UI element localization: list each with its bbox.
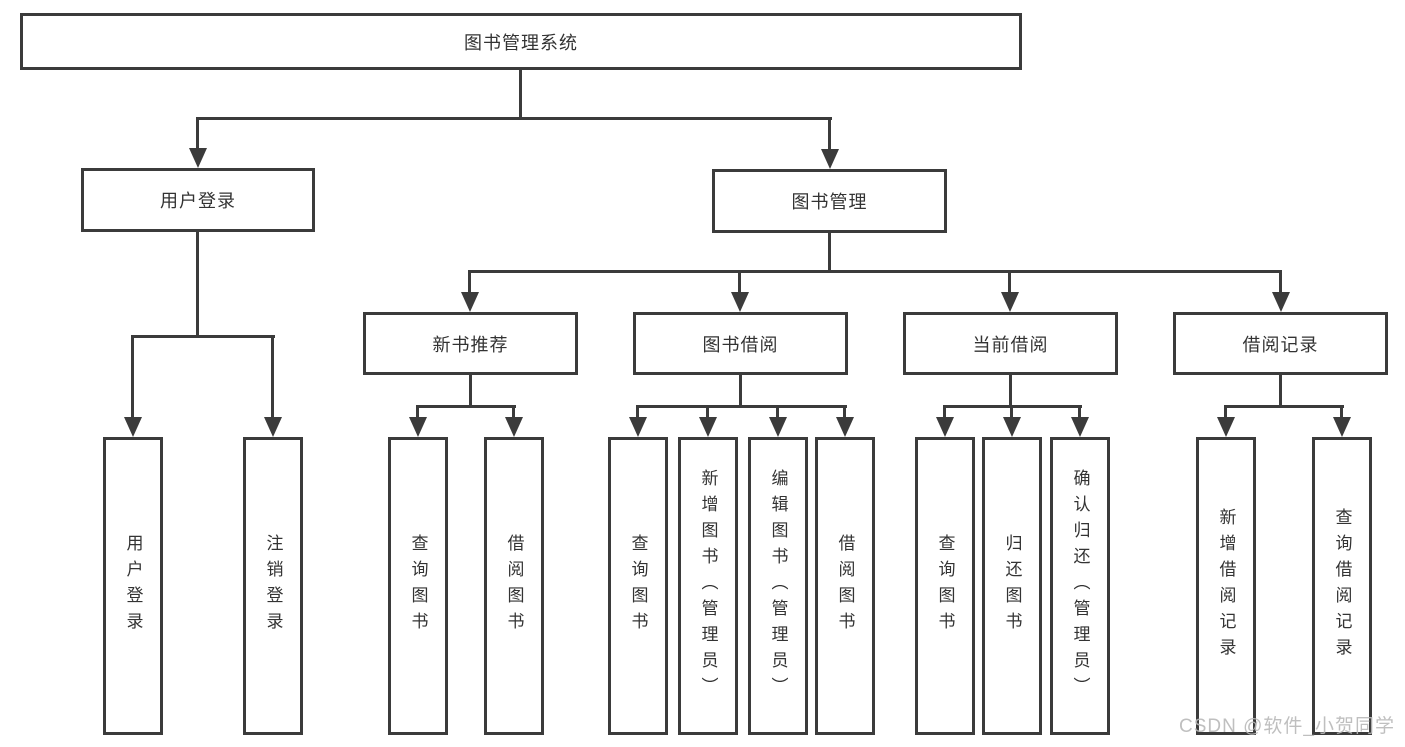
leaf-edit-book-admin: 编辑图书（管理员） [748,437,808,735]
node-user-login: 用户登录 [81,168,315,232]
arrow-to-current-borrow [1008,270,1011,292]
leaf-add-borrow-record: 新增借阅记录 [1196,437,1256,735]
connector-user-login-rail [131,335,275,338]
connector-new-book-drop [469,375,472,408]
node-new-book-recommend: 新书推荐 [363,312,578,375]
arrow-borrow-records-leaf-1 [1224,405,1227,417]
csdn-watermark: CSDN @软件_小贺同学 [1179,716,1395,737]
leaf-return-book: 归还图书 [982,437,1042,735]
arrow-new-book-leaf-1 [416,405,419,417]
arrow-current-borrow-leaf-3 [1078,405,1081,417]
leaf-borrow-query-label: 查询图书 [628,534,648,638]
leaf-query-borrow-record-label: 查询借阅记录 [1332,508,1352,664]
leaf-borrow-query: 查询图书 [608,437,668,735]
arrow-book-borrow-leaf-2 [706,405,709,417]
leaf-current-query-label: 查询图书 [935,534,955,638]
leaf-add-book-admin: 新增图书（管理员） [678,437,738,735]
leaf-borrow-book: 借阅图书 [815,437,875,735]
leaf-return-book-label: 归还图书 [1002,534,1022,638]
connector-new-book-rail [417,405,516,408]
connector-current-borrow-drop [1009,375,1012,408]
leaf-new-book-borrow: 借阅图书 [484,437,544,735]
leaf-user-login: 用户登录 [103,437,163,735]
leaf-borrow-book-label: 借阅图书 [835,534,855,638]
leaf-add-book-admin-label: 新增图书（管理员） [698,469,718,703]
node-user-login-label: 用户登录 [160,191,236,211]
connector-book-management-drop [828,233,831,273]
node-new-book-recommend-label: 新书推荐 [432,334,509,355]
node-book-borrow-label: 图书借阅 [702,334,779,355]
node-book-management-label: 图书管理 [791,192,868,212]
arrow-to-user-login [196,117,199,148]
arrow-to-book-management [828,117,831,149]
node-book-management: 图书管理 [712,169,947,233]
connector-level2-rail [197,117,832,120]
arrow-book-borrow-leaf-1 [636,405,639,417]
leaf-user-login-label: 用户登录 [123,534,143,638]
leaf-add-borrow-record-label: 新增借阅记录 [1216,508,1236,664]
node-borrow-records-label: 借阅记录 [1242,334,1319,355]
leaf-new-book-query-label: 查询图书 [408,534,428,638]
arrow-current-borrow-leaf-2 [1010,405,1013,417]
node-library-system-label: 图书管理系统 [464,32,578,53]
node-library-system: 图书管理系统 [20,13,1022,70]
leaf-confirm-return-admin: 确认归还（管理员） [1050,437,1110,735]
node-current-borrow: 当前借阅 [903,312,1118,375]
arrow-book-borrow-leaf-3 [776,405,779,417]
arrow-current-borrow-leaf-1 [943,405,946,417]
arrow-to-leaf-logout [271,335,274,417]
leaf-new-book-borrow-label: 借阅图书 [504,534,524,638]
arrow-to-new-book [468,270,471,292]
connector-user-login-drop [196,232,199,338]
leaf-new-book-query: 查询图书 [388,437,448,735]
connector-borrow-records-drop [1279,375,1282,408]
arrow-to-borrow-records [1279,270,1282,292]
connector-borrow-records-rail [1224,405,1344,408]
arrow-borrow-records-leaf-2 [1340,405,1343,417]
leaf-logout: 注销登录 [243,437,303,735]
node-current-borrow-label: 当前借阅 [972,334,1049,355]
leaf-confirm-return-admin-label: 确认归还（管理员） [1070,469,1090,703]
leaf-current-query: 查询图书 [915,437,975,735]
arrow-to-book-borrow [738,270,741,292]
leaf-edit-book-admin-label: 编辑图书（管理员） [768,469,788,703]
connector-root-drop [519,70,522,119]
arrow-book-borrow-leaf-4 [843,405,846,417]
node-book-borrow: 图书借阅 [633,312,848,375]
leaf-query-borrow-record: 查询借阅记录 [1312,437,1372,735]
leaf-logout-label: 注销登录 [263,534,283,638]
connector-book-borrow-rail [636,405,847,408]
connector-level3-rail [469,270,1282,273]
connector-book-borrow-drop [739,375,742,408]
arrow-to-leaf-user-login [131,335,134,417]
arrow-new-book-leaf-2 [512,405,515,417]
node-borrow-records: 借阅记录 [1173,312,1388,375]
